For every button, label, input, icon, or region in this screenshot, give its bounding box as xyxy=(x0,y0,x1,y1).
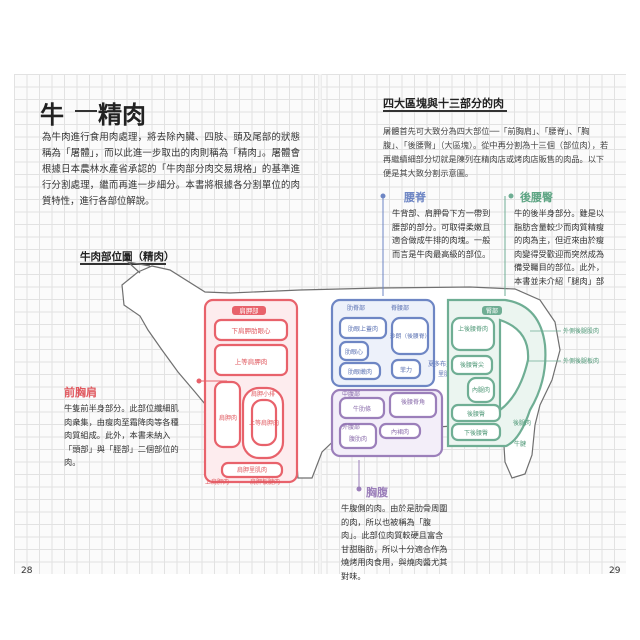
lbl-short-plate: 牛肋條 xyxy=(353,405,371,413)
lbl-top-sirloin: 上後腰脊肉 xyxy=(458,325,488,333)
lbl-hara-outer: 後腰脊角 xyxy=(401,398,425,406)
short-plate xyxy=(338,396,386,420)
lbl-rib-core: 肋眼心 xyxy=(345,348,363,356)
lbl-jo-kata-bara: 上等肩胛肉 xyxy=(235,357,268,366)
ear-outline xyxy=(126,261,151,274)
lbl-tenderloin: 菲力 xyxy=(400,366,412,374)
section-paragraph: 屠體首先可大致分為四大部位──「前胸肩」、「腰脊」、「胸腹」、「後腰臀」（大區塊… xyxy=(383,126,609,178)
chuck-shoulder-belly xyxy=(213,343,289,377)
lbl-kata-loin: 下肩胛肋眼心 xyxy=(232,326,272,335)
lbl-kata-left: 上肩胛肉 xyxy=(205,478,229,486)
rib-cap xyxy=(338,316,388,340)
section-title-underline xyxy=(383,110,507,112)
hara-inner xyxy=(378,422,422,440)
map-title-underline xyxy=(80,263,166,265)
page-title-part-a: 牛 xyxy=(40,101,65,129)
lbl-kata-sankaku: 肩胛小排 xyxy=(251,390,275,398)
lbl-kata-pill: 肩胛部 xyxy=(240,306,259,315)
lbl-kata-pointer: 肩胛里肌肉 xyxy=(237,466,267,474)
round-dot xyxy=(508,193,514,199)
page-number-left: 28 xyxy=(21,566,33,576)
ichibo xyxy=(466,376,496,404)
callout-loin-title: 腰脊 xyxy=(404,191,426,204)
top-sirloin xyxy=(450,316,496,352)
lbl-sirloin-head: 脊腰部 xyxy=(391,304,409,312)
hara-outer xyxy=(388,391,438,419)
lbl-kata-pointer2: 肩胛板腱肉 xyxy=(250,478,280,486)
title-dash xyxy=(75,110,97,112)
rib-eye xyxy=(338,361,382,381)
lbl-tenderloin2: 里肌 xyxy=(438,371,450,378)
lbl-ichibo: 內腿肉 xyxy=(472,386,490,394)
sirloin xyxy=(390,316,430,356)
lbl-sotomomo2: 外側後腿板肉 xyxy=(563,357,599,365)
lbl-round-head: 腎部 xyxy=(486,307,498,315)
lbl-knuckle: 後腰臀尖 xyxy=(460,361,484,369)
tenderloin xyxy=(390,358,422,380)
map-title: 牛肉部位圖（精肉） xyxy=(80,251,175,263)
lbl-flap: 腹肋肉 xyxy=(349,435,367,443)
section-title: 四大區塊與十三部分的肉 xyxy=(383,97,504,110)
rib-core xyxy=(338,340,370,362)
lbl-loin-head: 肋脊部 xyxy=(347,304,365,312)
lbl-kata-mae: 肩胛肉 xyxy=(219,414,237,422)
knuckle xyxy=(450,354,494,376)
lbl-flank-head: 外腹部 xyxy=(342,423,360,431)
callout-round-title: 後腰臀 xyxy=(520,191,553,204)
lbl-hara-inner: 內裙肉 xyxy=(391,428,409,436)
chuck-loin xyxy=(213,318,289,342)
callout-belly-title: 胸腹 xyxy=(366,486,388,499)
outside-round xyxy=(498,318,530,413)
lbl-sirloin: 沙朗（後腰脊） xyxy=(390,332,431,340)
lbl-rib-cap: 肋眼上蓋肉 xyxy=(348,325,378,333)
page-number-right: 29 xyxy=(609,566,621,576)
lbl-round-tip: 後腿肉 xyxy=(513,419,531,427)
lbl-rump-low: 下後腰臀 xyxy=(464,429,488,437)
chuck-lower xyxy=(220,461,284,479)
lbl-shank: 牛腱 xyxy=(514,440,526,448)
inside-round xyxy=(450,403,502,423)
round-low xyxy=(450,422,502,442)
chuck-blade xyxy=(250,398,278,447)
chuck-clod xyxy=(213,380,242,449)
lbl-chateau: 夏多布里昂 xyxy=(428,360,458,368)
lbl-kata-shin: 上等肩胛肉 xyxy=(249,419,279,427)
callout-chuck-text: 牛隻前半身部分。此部位纖細肌肉衆集，由瘦肉至霜降肉等各種肉質組成。此外，本書未納… xyxy=(64,403,179,467)
lbl-rib-eye: 肋眼嫩肉 xyxy=(348,368,372,376)
callout-chuck-title: 前胸肩 xyxy=(64,386,97,399)
lbl-sotomomo: 外側後腿股肉 xyxy=(563,327,599,335)
lbl-inside-round: 後腰臀 xyxy=(467,410,485,418)
lbl-belly-head: 中腹部 xyxy=(342,390,360,398)
callout-loin-text: 牛背部、肩胛骨下方一帶到腰部的部分。可取得柔嫩且適合做成牛排的肉塊。一般而言是牛… xyxy=(392,208,491,259)
flap xyxy=(338,422,378,450)
page-title-part-b: 精肉 xyxy=(98,101,146,129)
intro-paragraph: 為牛肉進行食用肉處理，將去除內臟、四肢、頭及尾部的狀態稱為「屠體」，而以此進一步… xyxy=(42,132,300,207)
callout-belly-text: 牛腹側的肉。由於是肋骨周圍的肉，所以也被稱為「腹肉」。此部位肉質較硬且富含甘甜脂… xyxy=(341,503,448,581)
